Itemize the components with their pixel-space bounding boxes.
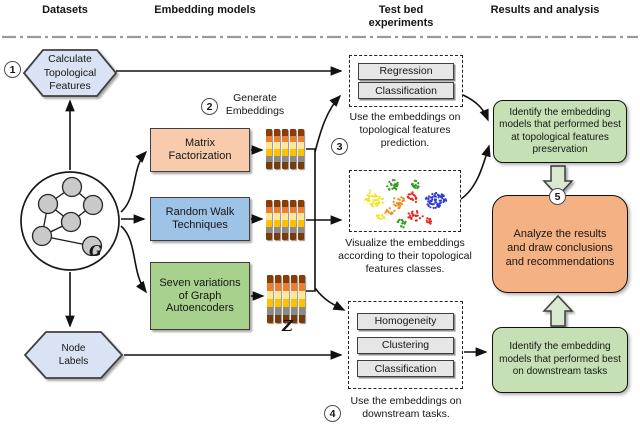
- arrow-graph-to-autoencoders: [120, 225, 147, 294]
- header-datasets: Datasets: [42, 4, 88, 16]
- testbed-topological-box: Regression Classification: [349, 55, 463, 107]
- model-box-graph-autoencoders: Seven variations of Graph Autoencoders: [150, 262, 250, 330]
- tsne-scatter-icon: [363, 179, 448, 229]
- header-testbed-experiments: Test bed experiments: [368, 4, 434, 30]
- testbed-visualization-box: [349, 170, 461, 232]
- header-embedding-models: Embedding models: [154, 4, 256, 16]
- step-badge-4: 4: [324, 405, 341, 422]
- graph-symbol: G: [89, 242, 102, 260]
- model-label: Matrix Factorization: [168, 137, 232, 162]
- hexagon-node-labels: [23, 331, 124, 379]
- task-classification: Classification: [358, 82, 454, 100]
- result-text: Identify the embedding models that perfo…: [499, 106, 621, 156]
- embedding-matrix-symbol: Z: [282, 317, 293, 335]
- input-graph-icon: [20, 171, 120, 271]
- arrow-graph-to-matrix: [120, 150, 148, 213]
- block-arrow-down-icon: [542, 165, 574, 198]
- header-results-analysis: Results and analysis: [490, 4, 600, 16]
- model-label: Random Walk Techniques: [165, 206, 235, 231]
- arrow-embeddings-to-downstream: [314, 287, 346, 311]
- task-regression: Regression: [358, 62, 454, 80]
- arrow-visualize-to-identify: [460, 144, 491, 200]
- step-badge-1: 1: [4, 61, 21, 78]
- testbed-downstream-box: Homogeneity Clustering Classification: [348, 301, 463, 389]
- result-text: Identify the embedding models that perfo…: [499, 341, 621, 378]
- task-homogeneity: Homogeneity: [357, 312, 454, 330]
- generate-embeddings-label: Generate Embeddings: [225, 92, 285, 118]
- model-label: Seven variations of Graph Autoencoders: [159, 276, 241, 315]
- result-identify-downstream: Identify the embedding models that perfo…: [492, 327, 628, 393]
- model-box-matrix-factorization: Matrix Factorization: [150, 128, 250, 172]
- embedding-matrix-icon: [266, 200, 304, 240]
- embeddings-bracket: [306, 148, 316, 292]
- embedding-matrix-icon: [266, 129, 304, 169]
- task-clustering: Clustering: [357, 336, 454, 354]
- step-badge-5: 5: [549, 188, 566, 205]
- embedding-matrix-icon: [267, 275, 305, 323]
- result-text: Analyze the results and draw conclusions…: [505, 227, 615, 269]
- step-badge-3: 3: [331, 138, 348, 155]
- result-analyze-conclusions: Analyze the results and draw conclusions…: [492, 195, 628, 293]
- caption-visualization: Visualize the embeddings according to th…: [338, 237, 472, 276]
- result-identify-topological: Identify the embedding models that perfo…: [493, 100, 627, 163]
- block-arrow-up-icon: [542, 294, 574, 327]
- task-classification: Classification: [357, 360, 454, 378]
- arrow-embeddings-to-topoprediction: [314, 94, 342, 153]
- step-badge-2: 2: [201, 98, 218, 115]
- node-labels-label: Node Labels: [58, 343, 89, 367]
- calculate-topological-features-label: Calculate Topological Features: [43, 53, 97, 93]
- connectors: [65, 66, 491, 360]
- hexagon-calculate-topological: [22, 49, 118, 97]
- caption-downstream: Use the embeddings on downstream tasks.: [350, 395, 462, 421]
- caption-topological: Use the embeddings on topological featur…: [349, 111, 461, 150]
- model-box-random-walk: Random Walk Techniques: [150, 197, 250, 241]
- arrow-topoprediction-to-identify: [462, 94, 489, 122]
